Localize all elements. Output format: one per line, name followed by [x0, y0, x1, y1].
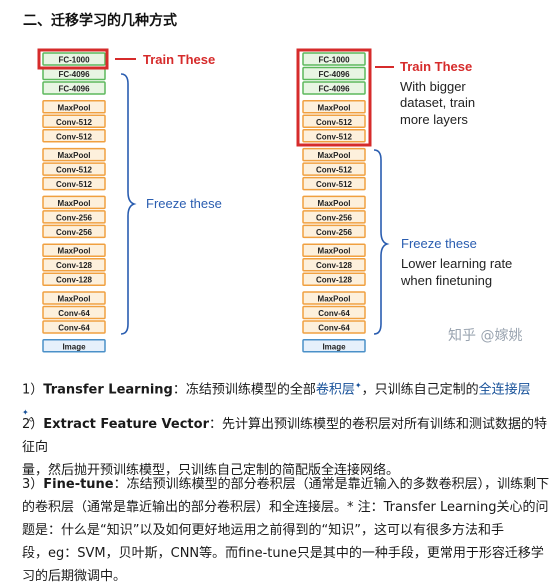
right-layer-label: Conv-512: [316, 180, 353, 189]
left-layer-label: Conv-512: [56, 118, 93, 127]
left-freeze-brace: [120, 73, 137, 335]
left-freeze-label: Freeze these: [146, 196, 222, 211]
right-train-label: Train These: [400, 59, 472, 74]
transfer-learning-figure: FC-1000FC-4096FC-4096MaxPoolConv-512Conv…: [37, 48, 522, 353]
right-layer-box: [302, 129, 366, 143]
left-layer-label: Conv-128: [56, 261, 93, 270]
right-layer-label: MaxPool: [318, 103, 351, 112]
right-layer-box: [302, 81, 366, 95]
left-layer-label: Image: [62, 342, 86, 351]
right-layer-label: MaxPool: [318, 247, 351, 256]
left-layer-label: MaxPool: [58, 199, 91, 208]
right-layer-label: Conv-64: [318, 309, 350, 318]
left-layer-box: [42, 162, 106, 176]
left-layer-box: [42, 195, 106, 210]
right-layer-label: FC-4096: [318, 70, 350, 79]
left-layer-box: [42, 176, 106, 191]
right-layer-box: [302, 100, 366, 114]
right-layer-box: [302, 339, 366, 353]
left-layer-label: MaxPool: [58, 247, 91, 256]
left-layer-box: [42, 100, 106, 114]
left-train-box: [37, 48, 109, 70]
left-layer-label: FC-4096: [58, 85, 90, 94]
right-layer-box: [302, 162, 366, 176]
right-layer-label: Conv-256: [316, 213, 353, 222]
left-layer-box: [42, 320, 106, 334]
right-train-note-3: more layers: [400, 112, 468, 127]
right-train-note-1: With bigger: [400, 79, 466, 94]
right-layer-label: Conv-512: [316, 118, 353, 127]
left-layer-box: [42, 210, 106, 224]
right-layer-box: [302, 305, 366, 320]
right-layer-label: Conv-128: [316, 261, 353, 270]
left-layer-box: [42, 114, 106, 129]
left-layer-box: [42, 272, 106, 286]
right-layer-label: Conv-64: [318, 324, 350, 333]
left-layer-label: MaxPool: [58, 151, 91, 160]
left-layer-box: [42, 147, 106, 162]
layer-stack-right: FC-1000FC-4096FC-4096MaxPoolConv-512Conv…: [302, 52, 366, 353]
left-layer-box: [42, 81, 106, 95]
left-layer-box: [42, 257, 106, 272]
watermark: 知乎 @嫁姚: [448, 327, 522, 344]
right-freeze-note-2: when finetuning: [400, 273, 492, 288]
right-layer-box: [302, 257, 366, 272]
right-train-note-2: dataset, train: [400, 95, 475, 110]
right-layer-box: [302, 272, 366, 286]
paragraph-extract-feature: 2）Extract Feature Vector：先计算出预训练模型的卷积层对所…: [22, 417, 548, 478]
left-layer-box: [42, 305, 106, 320]
right-layer-box: [302, 176, 366, 191]
right-layer-box: [302, 224, 366, 239]
left-layer-label: FC-1000: [58, 56, 90, 65]
left-layer-box: [42, 243, 106, 257]
right-freeze-brace: [373, 149, 390, 335]
right-layer-label: MaxPool: [318, 151, 351, 160]
left-layer-box: [42, 291, 106, 305]
left-layer-label: Conv-256: [56, 228, 93, 237]
left-layer-label: Conv-128: [56, 276, 93, 285]
left-layer-label: Conv-512: [56, 132, 93, 141]
left-layer-box: [42, 129, 106, 143]
right-layer-label: FC-4096: [318, 85, 350, 94]
right-layer-label: Conv-512: [316, 132, 353, 141]
right-layer-label: Image: [322, 342, 346, 351]
right-layer-box: [302, 52, 366, 66]
paragraph-fine-tune: 3）Fine-tune：冻结预训练模型的部分卷积层（通常是靠近输入的多数卷积层）…: [22, 477, 550, 584]
left-layer-label: FC-4096: [58, 70, 90, 79]
paragraph-transfer-learning: 1）Transfer Learning：冻结预训练模型的全部卷积层✦，只训练自己…: [22, 381, 531, 425]
right-freeze-note-1: Lower learning rate: [401, 256, 512, 271]
right-layer-box: [302, 210, 366, 224]
fc-layer-link[interactable]: 全连接层: [478, 382, 531, 398]
right-layer-box: [302, 243, 366, 257]
right-train-box: [296, 48, 372, 147]
left-layer-label: MaxPool: [58, 295, 91, 304]
right-layer-box: [302, 114, 366, 129]
right-layer-label: Conv-512: [316, 166, 353, 175]
section-heading: 二、迁移学习的几种方式: [23, 13, 177, 29]
right-layer-box: [302, 147, 366, 162]
left-layer-label: Conv-256: [56, 213, 93, 222]
left-layer-box: [42, 52, 106, 66]
right-layer-label: FC-1000: [318, 56, 350, 65]
right-layer-box: [302, 66, 366, 81]
left-train-label: Train These: [143, 52, 215, 67]
right-layer-label: Conv-256: [316, 228, 353, 237]
left-layer-box: [42, 224, 106, 239]
layer-stack-left: FC-1000FC-4096FC-4096MaxPoolConv-512Conv…: [42, 52, 106, 353]
right-layer-label: MaxPool: [318, 199, 351, 208]
right-freeze-label: Freeze these: [401, 236, 477, 251]
left-layer-box: [42, 339, 106, 353]
left-layer-label: Conv-64: [58, 324, 90, 333]
right-layer-box: [302, 320, 366, 334]
left-layer-label: Conv-512: [56, 166, 93, 175]
right-layer-box: [302, 291, 366, 305]
right-layer-label: Conv-128: [316, 276, 353, 285]
left-layer-label: Conv-64: [58, 309, 90, 318]
left-layer-label: MaxPool: [58, 103, 91, 112]
right-layer-box: [302, 195, 366, 210]
right-layer-label: MaxPool: [318, 295, 351, 304]
left-layer-label: Conv-512: [56, 180, 93, 189]
conv-layer-link[interactable]: 卷积层: [315, 382, 355, 398]
